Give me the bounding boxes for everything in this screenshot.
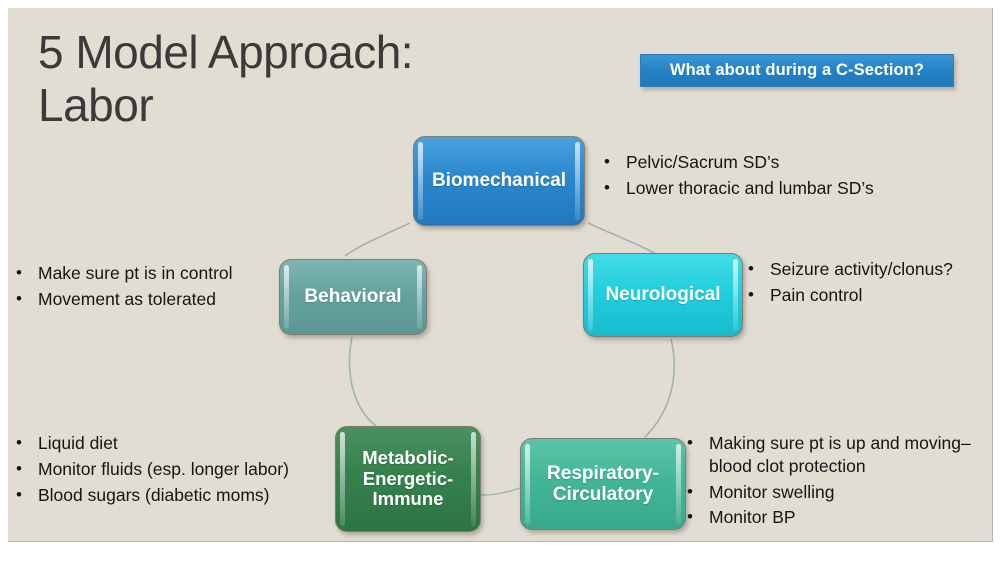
- model-node-biomechanical[interactable]: Biomechanical: [413, 136, 585, 226]
- bullet-marker-icon: •: [687, 507, 693, 527]
- bullet-item: • Make sure pt is in control: [16, 262, 284, 285]
- bullet-marker-icon: •: [748, 284, 754, 304]
- bullet-marker-icon: •: [748, 259, 754, 278]
- bullet-marker-icon: •: [16, 484, 22, 504]
- bullet-marker-icon: •: [604, 152, 610, 171]
- bullet-marker-icon: •: [16, 433, 22, 452]
- model-node-metabolic-energetic-immune-label: Metabolic- Energetic- Immune: [362, 446, 454, 510]
- model-node-behavioral-label: Behavioral: [304, 286, 402, 308]
- bullet-list-neurological: • Seizure activity/clonus? • Pain control: [748, 258, 988, 310]
- bullet-marker-icon: •: [16, 458, 22, 478]
- bullet-text: Pelvic/Sacrum SD’s: [626, 152, 780, 172]
- model-node-neurological-label: Neurological: [605, 284, 721, 306]
- c-section-banner[interactable]: What about during a C-Section?: [640, 54, 954, 87]
- bullet-text: Monitor fluids (esp. longer labor): [38, 458, 289, 479]
- bullet-item: • Monitor swelling: [687, 481, 992, 504]
- model-node-neurological[interactable]: Neurological: [583, 253, 743, 337]
- bullet-marker-icon: •: [687, 433, 693, 452]
- bullet-list-biomechanical: • Pelvic/Sacrum SD’s • Lower thoracic and l…: [604, 151, 964, 203]
- bullet-item: • Monitor BP: [687, 506, 992, 529]
- model-node-behavioral[interactable]: Behavioral: [279, 259, 427, 335]
- arc-neurological-respiratory: [644, 338, 676, 438]
- model-node-respiratory-circulatory[interactable]: Respiratory- Circulatory: [520, 438, 686, 530]
- bullet-item: • Pain control: [748, 284, 988, 307]
- bullet-text: Monitor BP: [709, 507, 796, 528]
- page-title: 5 Model Approach: Labor: [38, 26, 414, 131]
- bullet-item: • Movement as tolerated: [16, 288, 284, 311]
- bullet-marker-icon: •: [604, 177, 610, 197]
- bullet-item: • Seizure activity/clonus?: [748, 258, 988, 281]
- bullet-text: Making sure pt is up and moving– blood c…: [709, 433, 971, 476]
- bullet-text: Movement as tolerated: [38, 288, 217, 309]
- bullet-text: Make sure pt is in control: [38, 263, 233, 283]
- model-node-metabolic-energetic-immune[interactable]: Metabolic- Energetic- Immune: [335, 426, 481, 532]
- bullet-item: • Making sure pt is up and moving– blood …: [687, 432, 992, 478]
- bullet-marker-icon: •: [687, 481, 693, 501]
- arc-metabolic-respiratory: [480, 487, 521, 496]
- bullet-item: • Pelvic/Sacrum SD’s: [604, 151, 964, 174]
- bullet-text: Pain control: [770, 284, 863, 305]
- arc-biomechanical-neurological: [587, 222, 657, 255]
- bullet-item: • Monitor fluids (esp. longer labor): [16, 458, 328, 481]
- slide-canvas: 5 Model Approach: Labor What about durin…: [8, 8, 993, 542]
- bullet-text: Seizure activity/clonus?: [770, 259, 953, 279]
- bullet-marker-icon: •: [16, 263, 22, 282]
- arc-biomechanical-behavioral: [344, 222, 411, 257]
- model-node-biomechanical-label: Biomechanical: [431, 170, 567, 192]
- bullet-list-behavioral: • Make sure pt is in control • Movement as …: [16, 262, 284, 314]
- bullet-list-metabolic-energetic-immune: • Liquid diet • Monitor fluids (esp. longer…: [16, 432, 328, 509]
- bullet-text: Liquid diet: [38, 433, 118, 453]
- bullet-item: • Blood sugars (diabetic moms): [16, 484, 328, 507]
- bullet-text: Blood sugars (diabetic moms): [38, 484, 270, 505]
- bullet-text: Monitor swelling: [709, 481, 835, 502]
- model-node-respiratory-circulatory-label: Respiratory- Circulatory: [547, 462, 659, 505]
- bullet-item: • Liquid diet: [16, 432, 328, 455]
- bullet-marker-icon: •: [16, 288, 22, 308]
- bullet-item: • Lower thoracic and lumbar SD’s: [604, 177, 964, 200]
- bullet-text: Lower thoracic and lumbar SD’s: [626, 177, 874, 198]
- c-section-banner-label: What about during a C-Section?: [669, 61, 925, 79]
- arc-behavioral-metabolic: [348, 336, 377, 427]
- bullet-list-respiratory-circulatory: • Making sure pt is up and moving– blood …: [687, 432, 992, 532]
